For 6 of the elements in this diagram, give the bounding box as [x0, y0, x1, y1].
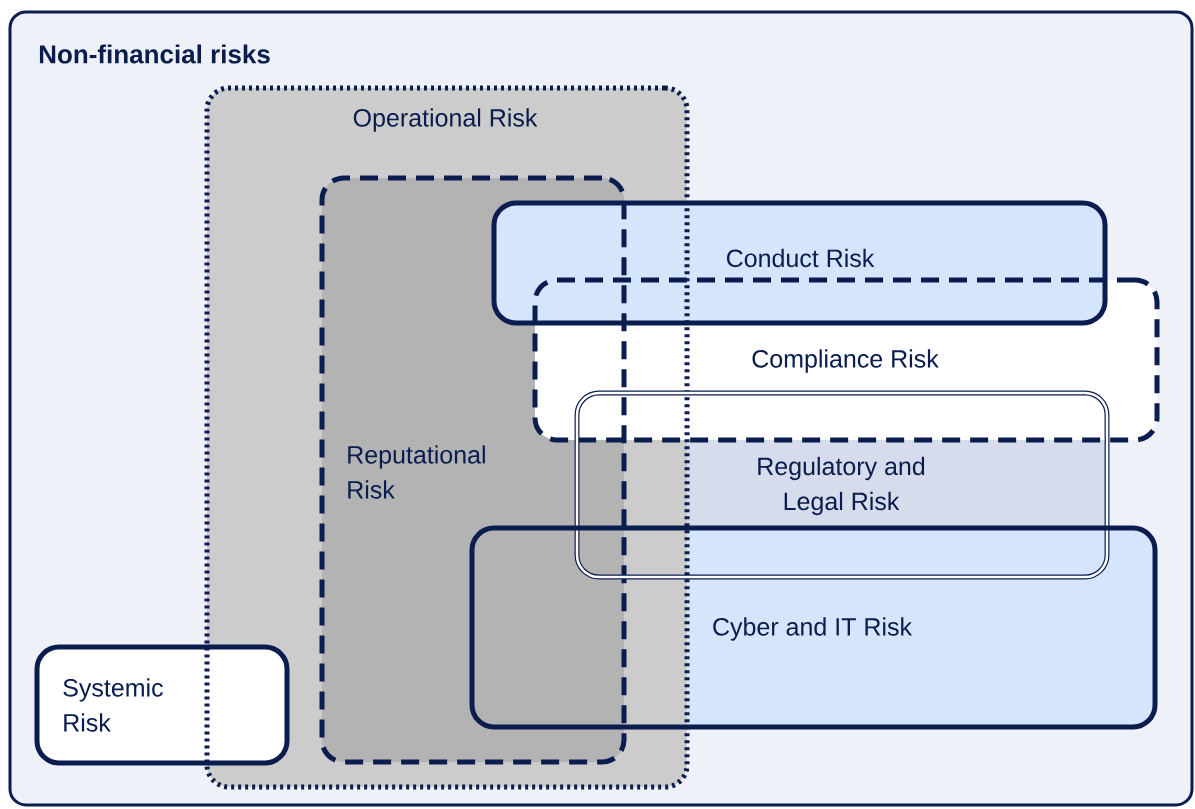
risk-box: Regulatory and Legal Risk	[574, 390, 1110, 580]
risk-box: Conduct Risk	[491, 200, 1108, 326]
risk-box: Cyber and IT Risk	[469, 525, 1158, 730]
risk-box: Reputational Risk	[319, 175, 627, 765]
risk-box: Systemic Risk	[34, 644, 290, 766]
risk-box: Compliance Risk	[532, 277, 1160, 443]
